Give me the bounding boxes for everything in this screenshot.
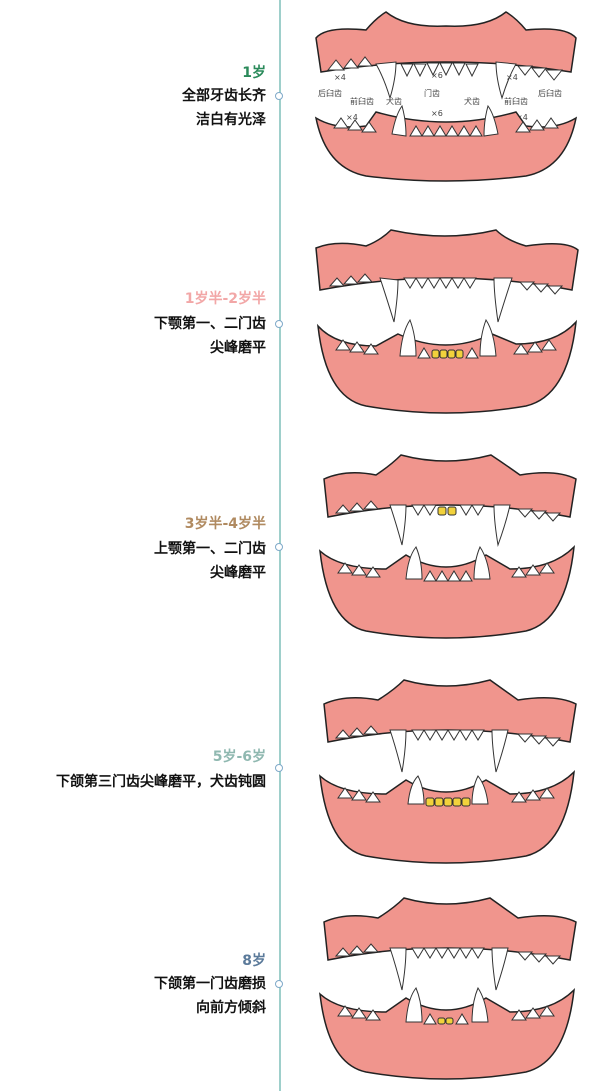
stage-2: 1岁半-2岁半 下颚第一、二门齿 尖峰磨平 <box>0 220 600 430</box>
desc-line: 上颚第一、二门齿 <box>154 541 266 557</box>
desc-line: 下颌第一门齿磨损 <box>154 976 266 992</box>
desc-line: 尖峰磨平 <box>210 565 266 581</box>
label-molar: 后臼齿 <box>318 88 342 98</box>
jaw-illustration: ×4 ×6 ×4 后臼齿 前臼齿 犬齿 门齿 犬齿 前臼齿 后臼齿 ×4 ×6 … <box>314 11 578 182</box>
stage-age: 1岁半-2岁半 <box>184 291 266 307</box>
stage-3: 3岁半-4岁半 上颚第一、二门齿 尖峰磨平 <box>0 445 600 655</box>
stage-age: 5岁-6岁 <box>212 749 266 765</box>
label-premolar: 前臼齿 <box>504 96 528 106</box>
stage-age: 3岁半-4岁半 <box>184 516 266 532</box>
worn-teeth <box>425 797 471 807</box>
stage-desc: 下颚第一、二门齿 尖峰磨平 <box>154 312 266 360</box>
desc-line: 下颚第一、二门齿 <box>154 316 266 332</box>
stage-5: 8岁 下颌第一门齿磨损 向前方倾斜 <box>0 890 600 1090</box>
stage-desc: 下颌第一门齿磨损 向前方倾斜 <box>154 972 266 1020</box>
desc-line: 下颌第三门齿尖峰磨平，犬齿钝圆 <box>56 774 266 790</box>
stage-desc: 下颌第三门齿尖峰磨平，犬齿钝圆 <box>56 770 266 794</box>
label-x4: ×4 <box>516 113 528 122</box>
jaw-illustration <box>319 897 577 1080</box>
label-x4: ×4 <box>506 73 518 82</box>
label-x6: ×6 <box>431 71 443 80</box>
timeline-dot <box>275 764 283 772</box>
desc-line: 向前方倾斜 <box>196 1000 266 1016</box>
timeline-dot <box>275 320 283 328</box>
desc-line: 尖峰磨平 <box>210 340 266 356</box>
label-premolar: 前臼齿 <box>350 96 374 106</box>
label-incisor: 门齿 <box>424 88 440 98</box>
stage-desc: 全部牙齿长齐 洁白有光泽 <box>182 84 266 132</box>
desc-line: 全部牙齿长齐 <box>182 88 266 104</box>
stage-age: 8岁 <box>242 953 266 969</box>
worn-teeth <box>437 506 457 516</box>
jaw-illustration <box>319 454 577 639</box>
desc-line: 洁白有光泽 <box>196 112 266 128</box>
label-x4: ×4 <box>334 73 346 82</box>
timeline-dot <box>275 543 283 551</box>
timeline-dot <box>275 92 283 100</box>
tooth-labels: ×4 ×6 ×4 后臼齿 前臼齿 犬齿 门齿 犬齿 前臼齿 后臼齿 ×4 ×6 … <box>318 71 562 122</box>
stage-age: 1岁 <box>242 65 266 81</box>
timeline-dot <box>275 980 283 988</box>
jaw-illustration <box>319 679 577 864</box>
label-canine: 犬齿 <box>386 96 402 106</box>
stage-desc: 上颚第一、二门齿 尖峰磨平 <box>154 537 266 585</box>
worn-teeth <box>431 349 464 359</box>
stage-1: 1岁 全部牙齿长齐 洁白有光泽 ×4 ×6 ×4 后臼齿 前臼齿 犬齿 门齿 犬… <box>0 0 600 200</box>
label-molar: 后臼齿 <box>538 88 562 98</box>
label-x4: ×4 <box>346 113 358 122</box>
label-x6: ×6 <box>431 109 443 118</box>
label-canine: 犬齿 <box>464 96 480 106</box>
worn-teeth <box>437 1017 454 1025</box>
jaw-illustration <box>315 229 579 414</box>
stage-4: 5岁-6岁 下颌第三门齿尖峰磨平，犬齿钝圆 <box>0 670 600 880</box>
